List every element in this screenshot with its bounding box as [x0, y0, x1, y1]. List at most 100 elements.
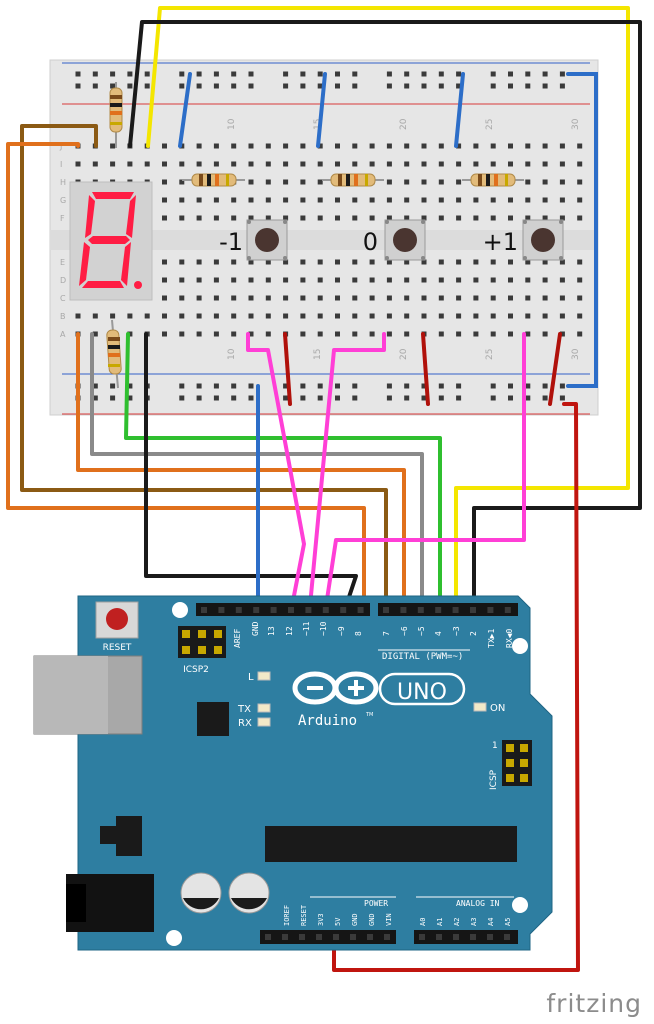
breadboard-jumpers [178, 72, 598, 406]
row-letter: C [60, 294, 66, 303]
row-letter: G [60, 196, 66, 205]
power-header [260, 930, 396, 944]
digital-header-right [378, 603, 518, 616]
power-pin-label: GND [368, 913, 376, 926]
digital-pin-label: 4 [434, 631, 443, 636]
arduino-logo: UNO Arduino TM [292, 671, 466, 729]
power-label: POWER [364, 899, 388, 908]
digital-pin-label: ~5 [417, 626, 426, 636]
analog-header [414, 930, 518, 944]
wire-magenta-1 [246, 332, 306, 608]
digital-pin-label: GND [251, 621, 260, 636]
button-label-zero: 0 [363, 228, 378, 256]
reset-button[interactable]: RESET [95, 601, 139, 653]
jumper-red-3 [548, 332, 562, 406]
digital-pin-label: AREF [233, 629, 242, 648]
column-number: 25 [485, 119, 495, 130]
display-digit: 8. [0, 0, 2, 1]
arduino-brand-label: Arduino [298, 713, 357, 729]
analog-label: ANALOG IN [456, 899, 500, 908]
jumper-blue-2 [316, 72, 327, 148]
led-on-label: ON [490, 703, 505, 714]
wire-blue-rail-bridge [566, 72, 598, 388]
button-minus-one[interactable]: -1 [219, 219, 288, 261]
wire-magenta-2 [308, 332, 386, 608]
digital-pin-label: ~10 [319, 621, 328, 636]
analog-pin-label: A5 [504, 918, 512, 926]
icsp2-label: ICSP2 [183, 665, 209, 675]
digital-pin-label: TX▶1 [487, 629, 496, 648]
arduino-tm: TM [365, 712, 373, 718]
digital-pin-label: 7 [382, 631, 391, 636]
column-number: 15 [313, 119, 323, 130]
digital-pin-label: ~9 [337, 626, 346, 636]
model-label: UNO [397, 680, 447, 705]
column-number: 10 [227, 118, 237, 130]
resistor-3 [322, 173, 384, 187]
jumper-blue-3 [454, 72, 465, 148]
wire-black-bottom [144, 332, 358, 608]
power-pin-label: VIN [385, 913, 393, 926]
digital-pin-label: 12 [285, 626, 294, 636]
column-number: 10 [227, 348, 237, 360]
jumper-red-2 [421, 332, 430, 406]
digital-label: DIGITAL (PWM=~) [382, 652, 463, 662]
row-letter: I [60, 160, 62, 169]
analog-pin-label: A2 [453, 918, 461, 926]
fritzing-watermark: fritzing [546, 989, 642, 1018]
digital-pin-label: ~11 [302, 621, 311, 636]
wire-brown [20, 124, 388, 608]
icsp2-header: ICSP2 [178, 626, 226, 675]
jumper-red-1 [283, 332, 292, 406]
icsp-header: ICSP 1 [489, 740, 532, 790]
resistor-4 [462, 173, 524, 187]
wires [6, 6, 642, 972]
reset-label: RESET [103, 643, 132, 653]
column-number: 20 [399, 118, 409, 130]
digital-pin-label: RX◀0 [505, 629, 514, 648]
analog-pin-label: A4 [487, 918, 495, 926]
wire-black-top [128, 20, 642, 608]
button-plus-one[interactable]: +1 [483, 219, 564, 261]
power-pin-label: IOREF [283, 905, 291, 926]
resistor-2 [182, 173, 245, 187]
digital-pin-label: ~6 [400, 626, 409, 636]
column-number: 20 [399, 348, 409, 360]
power-pin-label: 5V [334, 917, 342, 926]
digital-pin-labels: AREF GND 13 12 ~11 ~10 ~9 8 7 ~6 ~5 4 ~3 2 TX▶1 RX◀0 [233, 621, 514, 648]
power-pin-label: GND [351, 913, 359, 926]
analog-pin-label: A3 [470, 918, 478, 926]
display-segments [79, 192, 142, 289]
led-tx-label: TX [237, 704, 251, 715]
power-pin-label: 3V3 [317, 913, 325, 926]
resistor-1 [109, 82, 123, 148]
voltage-regulator [116, 816, 142, 856]
row-letter: D [60, 276, 66, 285]
digital-pin-label: 13 [267, 626, 276, 636]
digital-pin-label: ~3 [452, 626, 461, 636]
button-zero[interactable]: 0 [363, 219, 426, 261]
power-pin-label: RESET [300, 904, 308, 926]
push-buttons: -1 0 +1 [219, 219, 564, 261]
column-number: 30 [571, 118, 581, 130]
led-l-label: L [248, 672, 254, 683]
digital-pin-label: 2 [469, 631, 478, 636]
row-letter: A [60, 330, 66, 339]
column-number: 15 [313, 349, 323, 360]
wire-magenta-3 [324, 332, 526, 608]
row-letter: H [60, 178, 66, 187]
capacitors [180, 872, 270, 914]
column-number: 25 [485, 349, 495, 360]
atmega-chip [265, 826, 517, 862]
status-leds: L TX RX ON [237, 671, 505, 729]
wire-red-5v [332, 402, 580, 972]
resistor-5 [106, 319, 122, 389]
icsp-label: ICSP [489, 769, 499, 790]
digital-pin-label: 8 [354, 631, 363, 636]
digital-header-left [196, 603, 370, 616]
led-rx-label: RX [238, 718, 252, 729]
